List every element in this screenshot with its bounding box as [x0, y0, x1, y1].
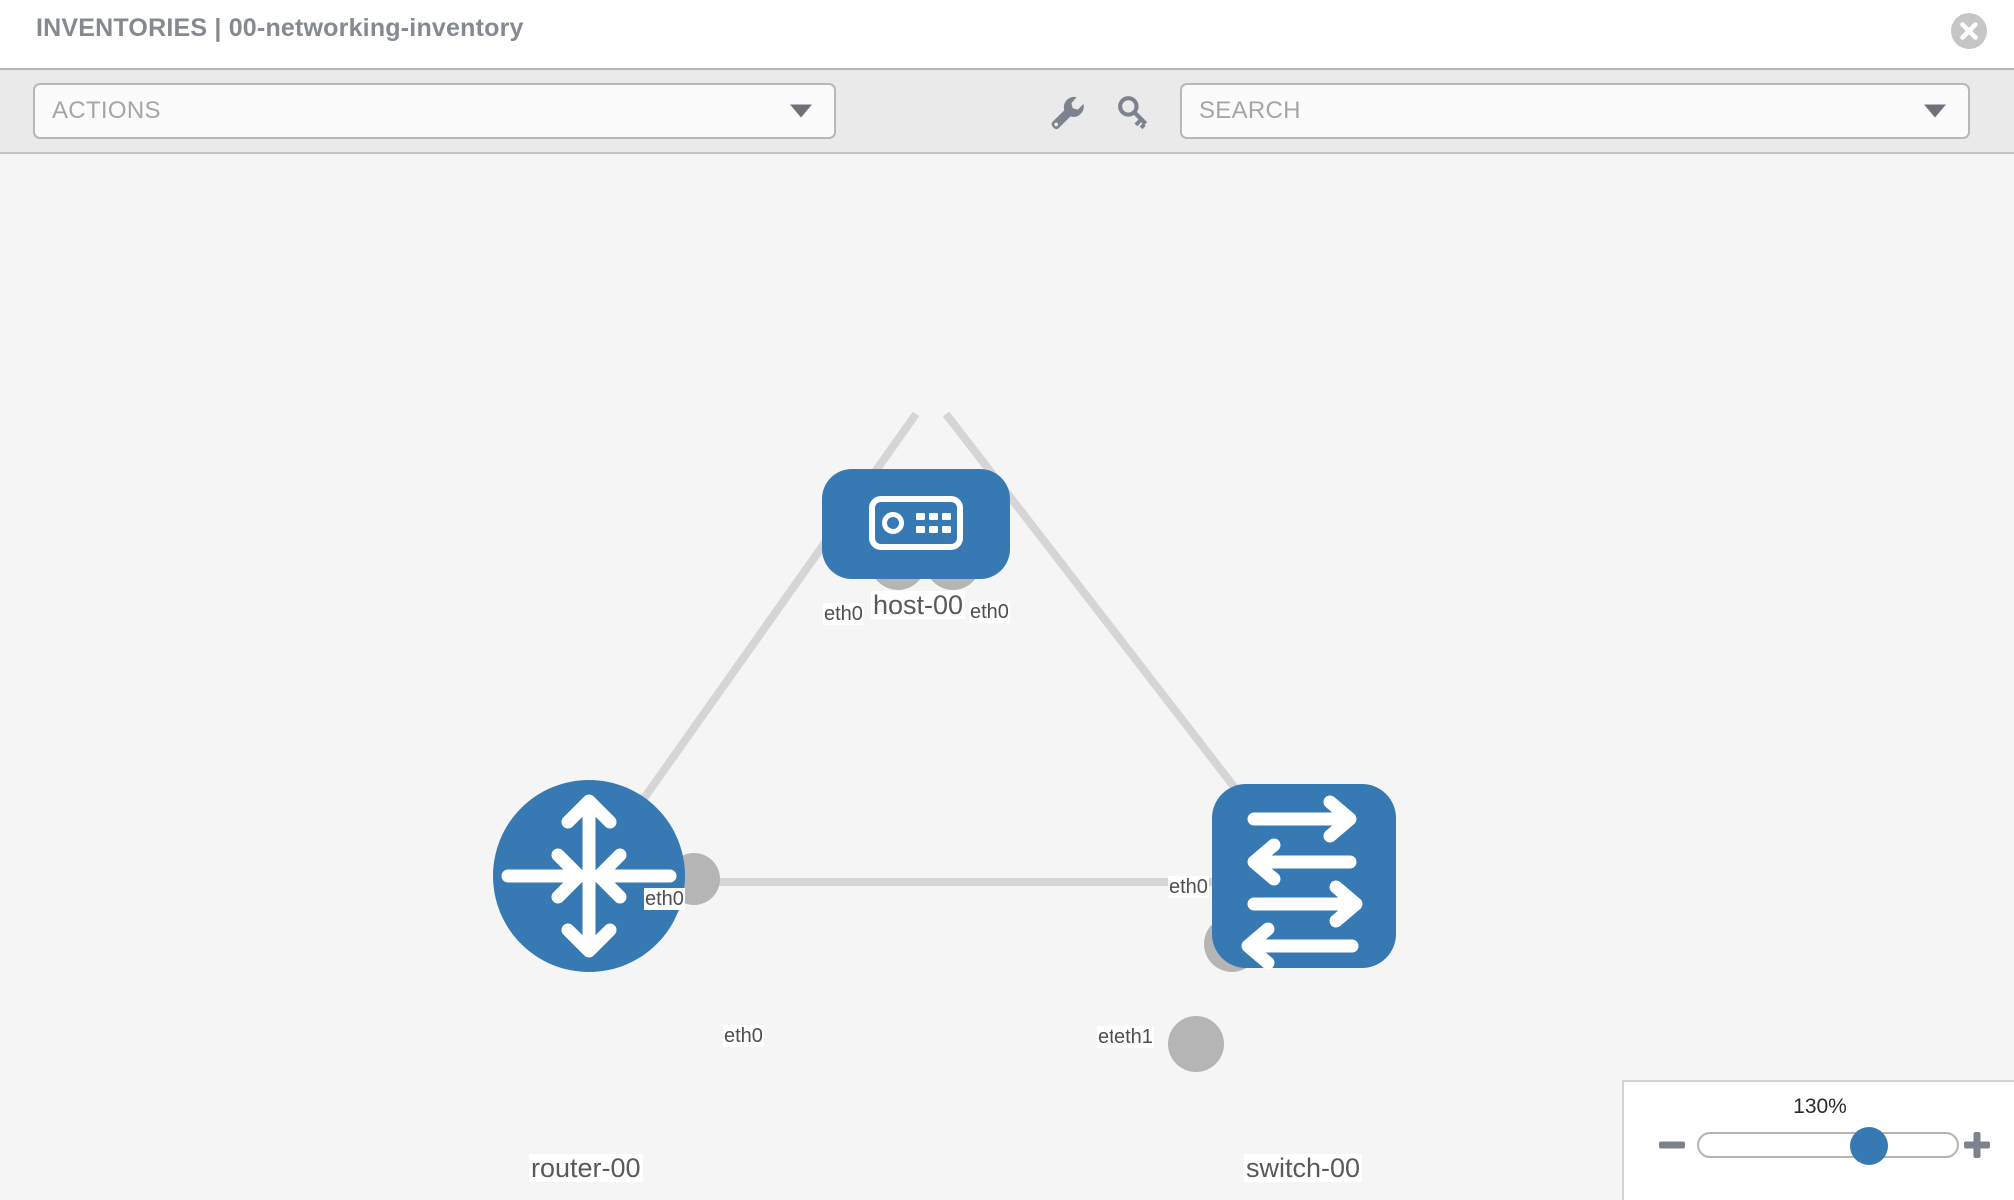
- iface-label-host00-right: eth0: [969, 601, 1010, 623]
- page-title: INVENTORIES | 00-networking-inventory: [36, 14, 524, 42]
- wrench-icon[interactable]: [1045, 91, 1087, 133]
- connector-switch00-left: [1168, 1016, 1224, 1072]
- search-input[interactable]: SEARCH: [1180, 83, 1970, 139]
- switch-arrows-icon: [1241, 795, 1363, 970]
- page-header: INVENTORIES | 00-networking-inventory: [0, 0, 2014, 68]
- zoom-out-button[interactable]: [1657, 1130, 1687, 1160]
- node-host-00: [822, 469, 1010, 579]
- router-arrows-icon: [501, 794, 677, 958]
- iface-label-router00-uplink: eth0: [644, 888, 685, 910]
- key-icon[interactable]: [1113, 91, 1155, 133]
- topology-canvas[interactable]: host-00 router-00 switch-00 eth0 eth0 et…: [0, 154, 2014, 1200]
- server-icon: [869, 496, 963, 550]
- node-label-switch-00: switch-00: [1244, 1153, 1363, 1183]
- zoom-slider-thumb[interactable]: [1850, 1127, 1889, 1165]
- close-circle-icon[interactable]: [1951, 13, 1987, 49]
- actions-dropdown-label: ACTIONS: [52, 97, 161, 124]
- chevron-down-icon: [790, 104, 812, 118]
- node-label-host-00: host-00: [871, 590, 966, 620]
- node-label-router-00: router-00: [529, 1153, 643, 1183]
- zoom-level-label: 130%: [1793, 1095, 1847, 1118]
- search-placeholder: SEARCH: [1199, 97, 1301, 124]
- iface-label-router00-eth0: eth0: [723, 1025, 764, 1047]
- iface-label-switch00-uplink: eth0: [1168, 876, 1209, 898]
- node-switch-00: [1212, 784, 1396, 970]
- iface-label-switch00-eth1: eth1: [1113, 1026, 1154, 1048]
- toolbar: ACTIONS SEARCH: [0, 68, 2014, 154]
- zoom-slider[interactable]: [1697, 1127, 1959, 1165]
- actions-dropdown[interactable]: ACTIONS: [33, 83, 836, 139]
- iface-label-host00-left: eth0: [823, 603, 864, 625]
- zoom-control-panel: 130%: [1622, 1080, 2014, 1200]
- topology-graph: [493, 411, 1396, 1072]
- chevron-down-icon: [1924, 104, 1946, 118]
- zoom-in-button[interactable]: [1962, 1130, 1992, 1160]
- node-router-00: [493, 780, 685, 972]
